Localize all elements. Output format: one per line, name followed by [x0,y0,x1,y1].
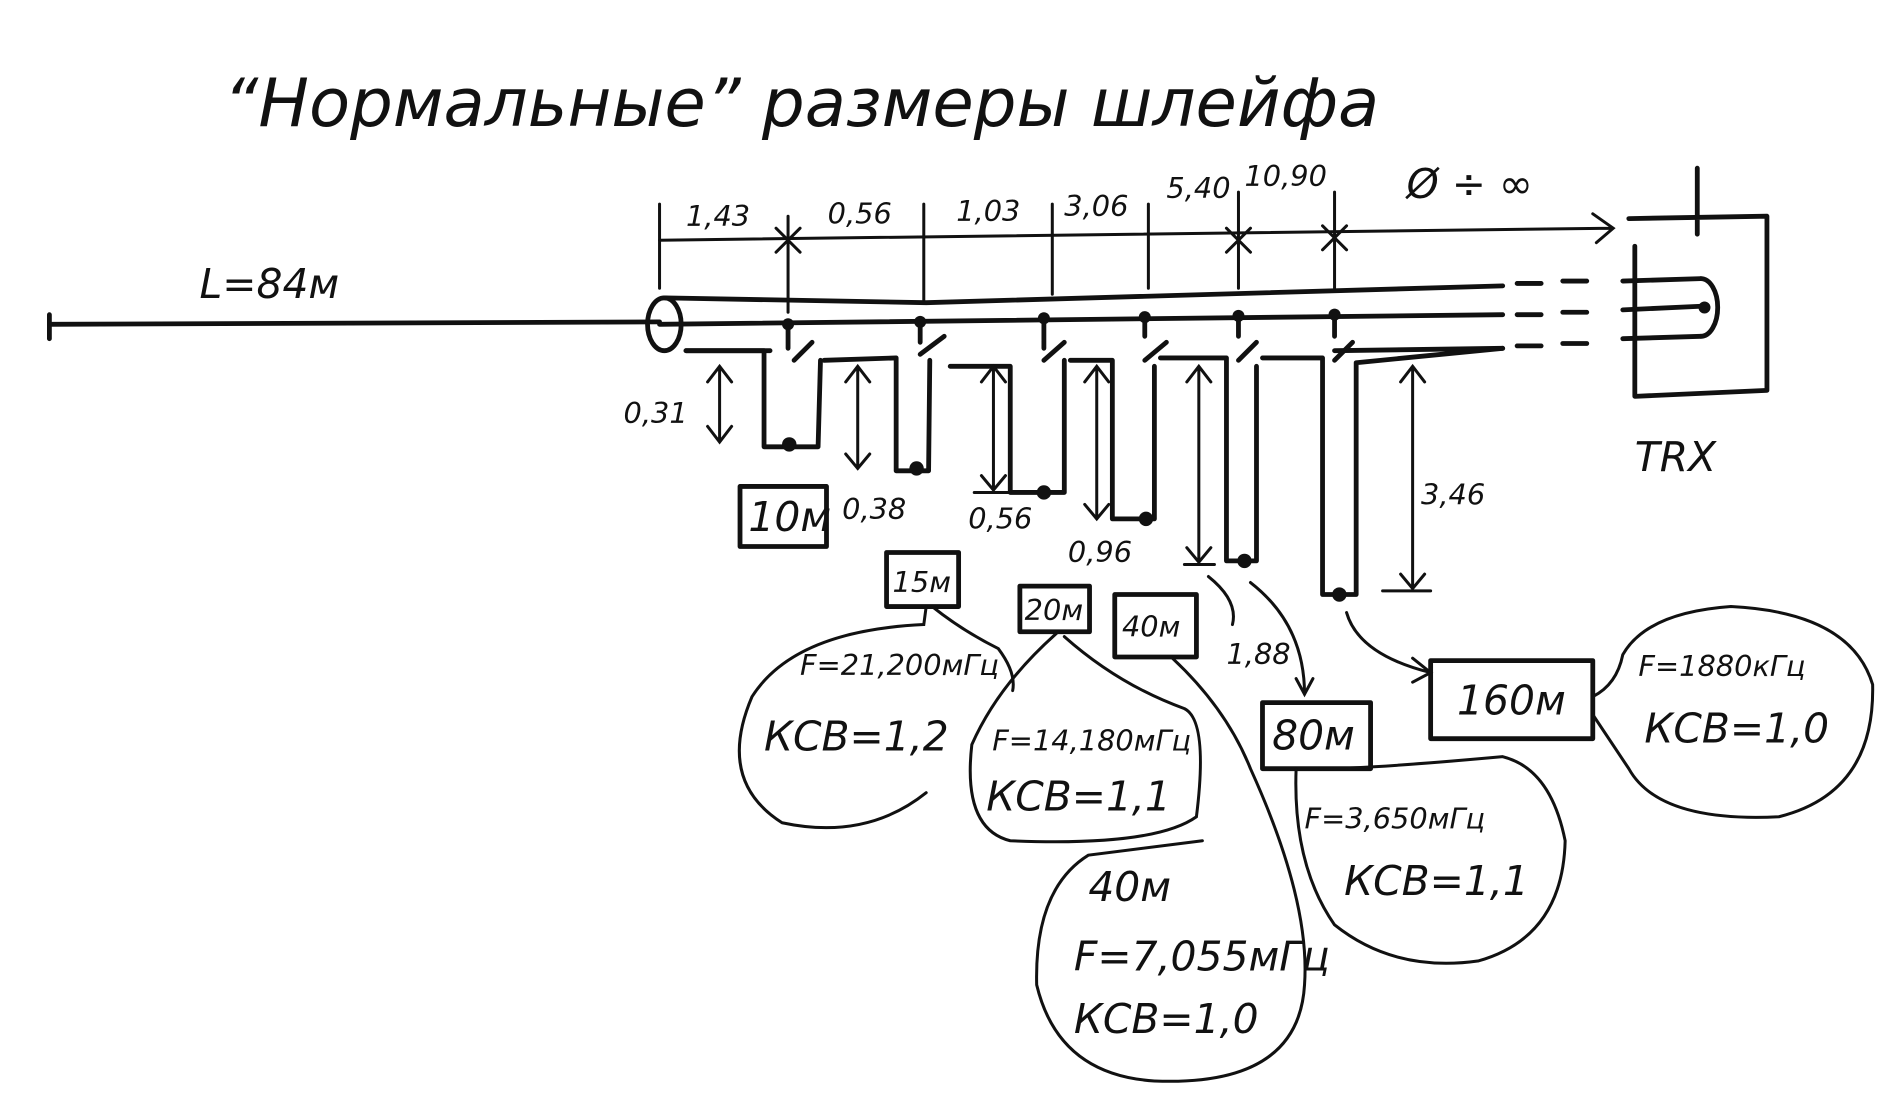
segment-2: 0,56 [828,196,892,230]
segment-dimensions: 1,43 0,56 1,03 3,06 5,40 10,90 Ø ÷ ∞ [658,159,1616,314]
bubble-80m-freq: F=3,650мГц [1305,802,1486,836]
segment-6: 10,90 [1244,159,1326,193]
stub-10m-length: 0,31 [624,396,688,430]
stub-80m-length: 1,88 [1226,637,1290,671]
antenna-wire [46,312,662,342]
trx-box: TRX [1626,165,1770,481]
coax-cable [645,276,1721,354]
stub-length-dimensions: 0,31 0,38 0,56 0,96 1,88 3,46 [624,363,1485,698]
band-15m: 15м [893,565,951,599]
result-bubbles: F=21,200мГц КСВ=1,2 F=14,180мГц КСВ=1,1 … [737,605,1875,1083]
band-160m: 160м [1457,677,1566,725]
band-80m: 80м [1272,711,1355,759]
bubble-15m-swr: КСВ=1,2 [764,713,949,761]
stubs [683,308,1506,602]
band-20m: 20м [1025,593,1083,627]
bubble-40m-title: 40м [1088,863,1171,911]
band-labels: 10м 15м 20м 40м 80м 160м [737,484,1596,772]
segment-remaining: Ø ÷ ∞ [1405,160,1533,208]
bubble-40m-freq: F=7,055мГц [1074,932,1330,980]
bubble-160m-freq: F=1880кГц [1638,649,1805,683]
stub-160m-length: 3,46 [1421,477,1485,511]
diagram-title: “Нормальные” размеры шлейфа [224,64,1380,142]
segment-4: 3,06 [1064,189,1128,223]
stub-40m-length: 0,96 [1068,535,1132,569]
stub-15m-length: 0,38 [842,492,906,526]
bubble-80m-swr: КСВ=1,1 [1344,857,1529,905]
bubble-15m-freq: F=21,200мГц [800,648,999,682]
band-10m: 10м [748,493,831,541]
bubble-20m-swr: КСВ=1,1 [986,773,1171,821]
stub-20m-length: 0,56 [968,501,1032,535]
bubble-40m-swr: КСВ=1,0 [1074,995,1259,1043]
antenna-length-label: L=84м [200,260,340,308]
segment-5: 5,40 [1166,171,1230,205]
bubble-160m-swr: КСВ=1,0 [1644,704,1829,752]
segment-3: 1,03 [956,194,1020,228]
band-40m: 40м [1122,610,1180,644]
segment-1: 1,43 [686,199,750,233]
bubble-20m-freq: F=14,180мГц [992,724,1191,758]
trx-label: TRX [1635,433,1717,481]
